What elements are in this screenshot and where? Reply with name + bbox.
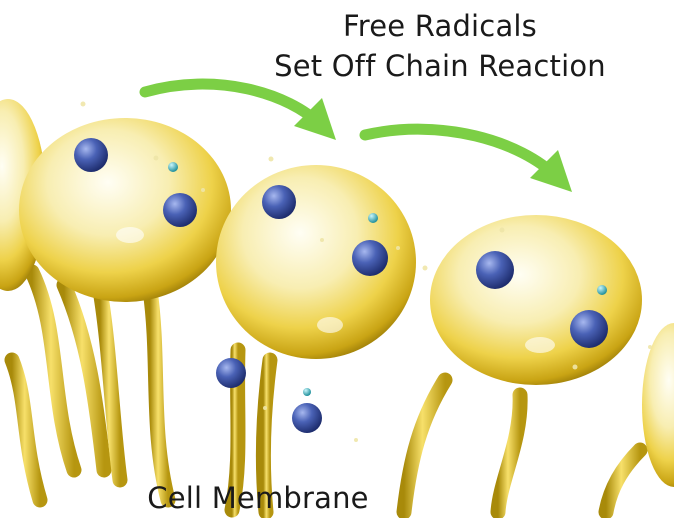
speck [269,157,274,162]
speck [500,228,505,233]
lipid-tail [404,380,445,512]
speck [423,266,428,271]
highlight [116,227,144,243]
speck [573,365,578,370]
free-radical [163,193,197,227]
speck [354,438,358,442]
caption-cell-membrane: Cell Membrane [128,480,388,516]
speck [263,406,267,410]
reaction-arrow-1 [145,84,322,126]
reaction-arrow-2 [365,129,558,178]
speck [396,246,400,250]
speck [154,156,159,161]
free-radical [262,185,296,219]
free-radical [352,240,388,276]
free-radical [292,403,322,433]
lipid-tail [606,450,640,512]
speck [320,238,324,242]
speck [81,102,86,107]
free-radical [570,310,608,348]
lipid-head-partial [642,323,674,487]
small-particle [368,213,378,223]
small-particle [168,162,178,172]
small-particle [597,285,607,295]
free-radical [216,358,246,388]
lipid-tail [12,360,40,500]
small-particle [303,388,311,396]
speck [201,188,205,192]
lipid-head [19,118,231,302]
free-radical [476,251,514,289]
highlight [317,317,343,333]
lipid-tail [498,395,520,512]
lipid-head [430,215,642,385]
speck [648,345,652,349]
free-radical [74,138,108,172]
highlight [525,337,555,353]
lipid-tail [150,290,168,500]
